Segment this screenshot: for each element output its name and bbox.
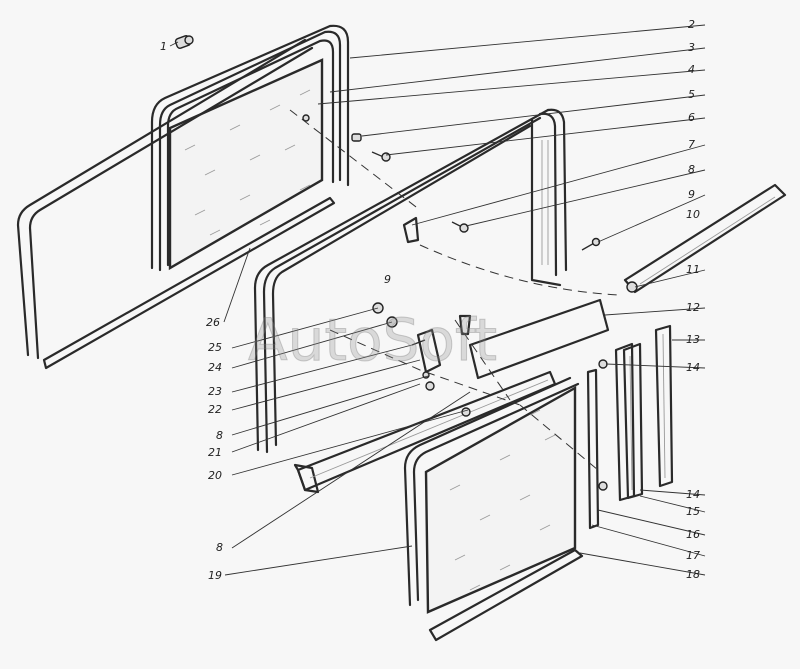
main-door-frame [253,108,568,454]
callout-19: 19 [208,569,222,582]
callout-8: 8 [688,163,695,176]
lower-glass-hatching [449,409,556,591]
callout-6: 6 [688,111,695,124]
callout-13: 13 [686,333,700,346]
callout-10: 10 [686,208,700,221]
upper-glass-hatching [184,89,311,236]
callout-16: 16 [686,528,700,541]
callout-12: 12 [686,301,700,314]
callout-2: 2 [688,18,695,31]
callout-9-small: 9 [384,273,391,286]
callout-23: 23 [208,385,222,398]
callout-1: 1 [160,40,167,53]
callout-3: 3 [688,41,695,54]
callout-14-top: 14 [686,361,700,374]
callout-7: 7 [688,138,695,151]
callout-8-lower: 8 [216,541,223,554]
right-channels [586,324,674,530]
upper-window-frame [150,24,350,272]
assembly-dash-lines [289,109,621,471]
callout-labels: 1 2 3 4 5 6 7 8 9 10 11 12 13 14 14 15 1… [160,18,700,582]
callout-22: 22 [208,403,222,416]
callout-9: 9 [688,188,695,201]
callout-17: 17 [686,549,700,562]
callout-5: 5 [688,88,695,101]
callout-8-mid: 8 [216,429,223,442]
callout-20: 20 [208,469,222,482]
callout-18: 18 [686,568,700,581]
callout-15: 15 [686,505,700,518]
callout-26: 26 [206,316,220,329]
knob-part-1 [174,35,194,49]
top-rail-part-10 [623,183,787,294]
bracket-assembly [372,216,472,417]
callout-25: 25 [208,341,222,354]
leader-lines [169,24,706,576]
callout-4: 4 [688,63,695,76]
left-outer-frame [16,38,336,370]
callout-11: 11 [686,263,700,276]
callout-14-bottom: 14 [686,488,700,501]
watermark-text: AutoSoft [248,306,497,374]
callout-21: 21 [208,446,222,459]
callout-24: 24 [208,361,222,374]
